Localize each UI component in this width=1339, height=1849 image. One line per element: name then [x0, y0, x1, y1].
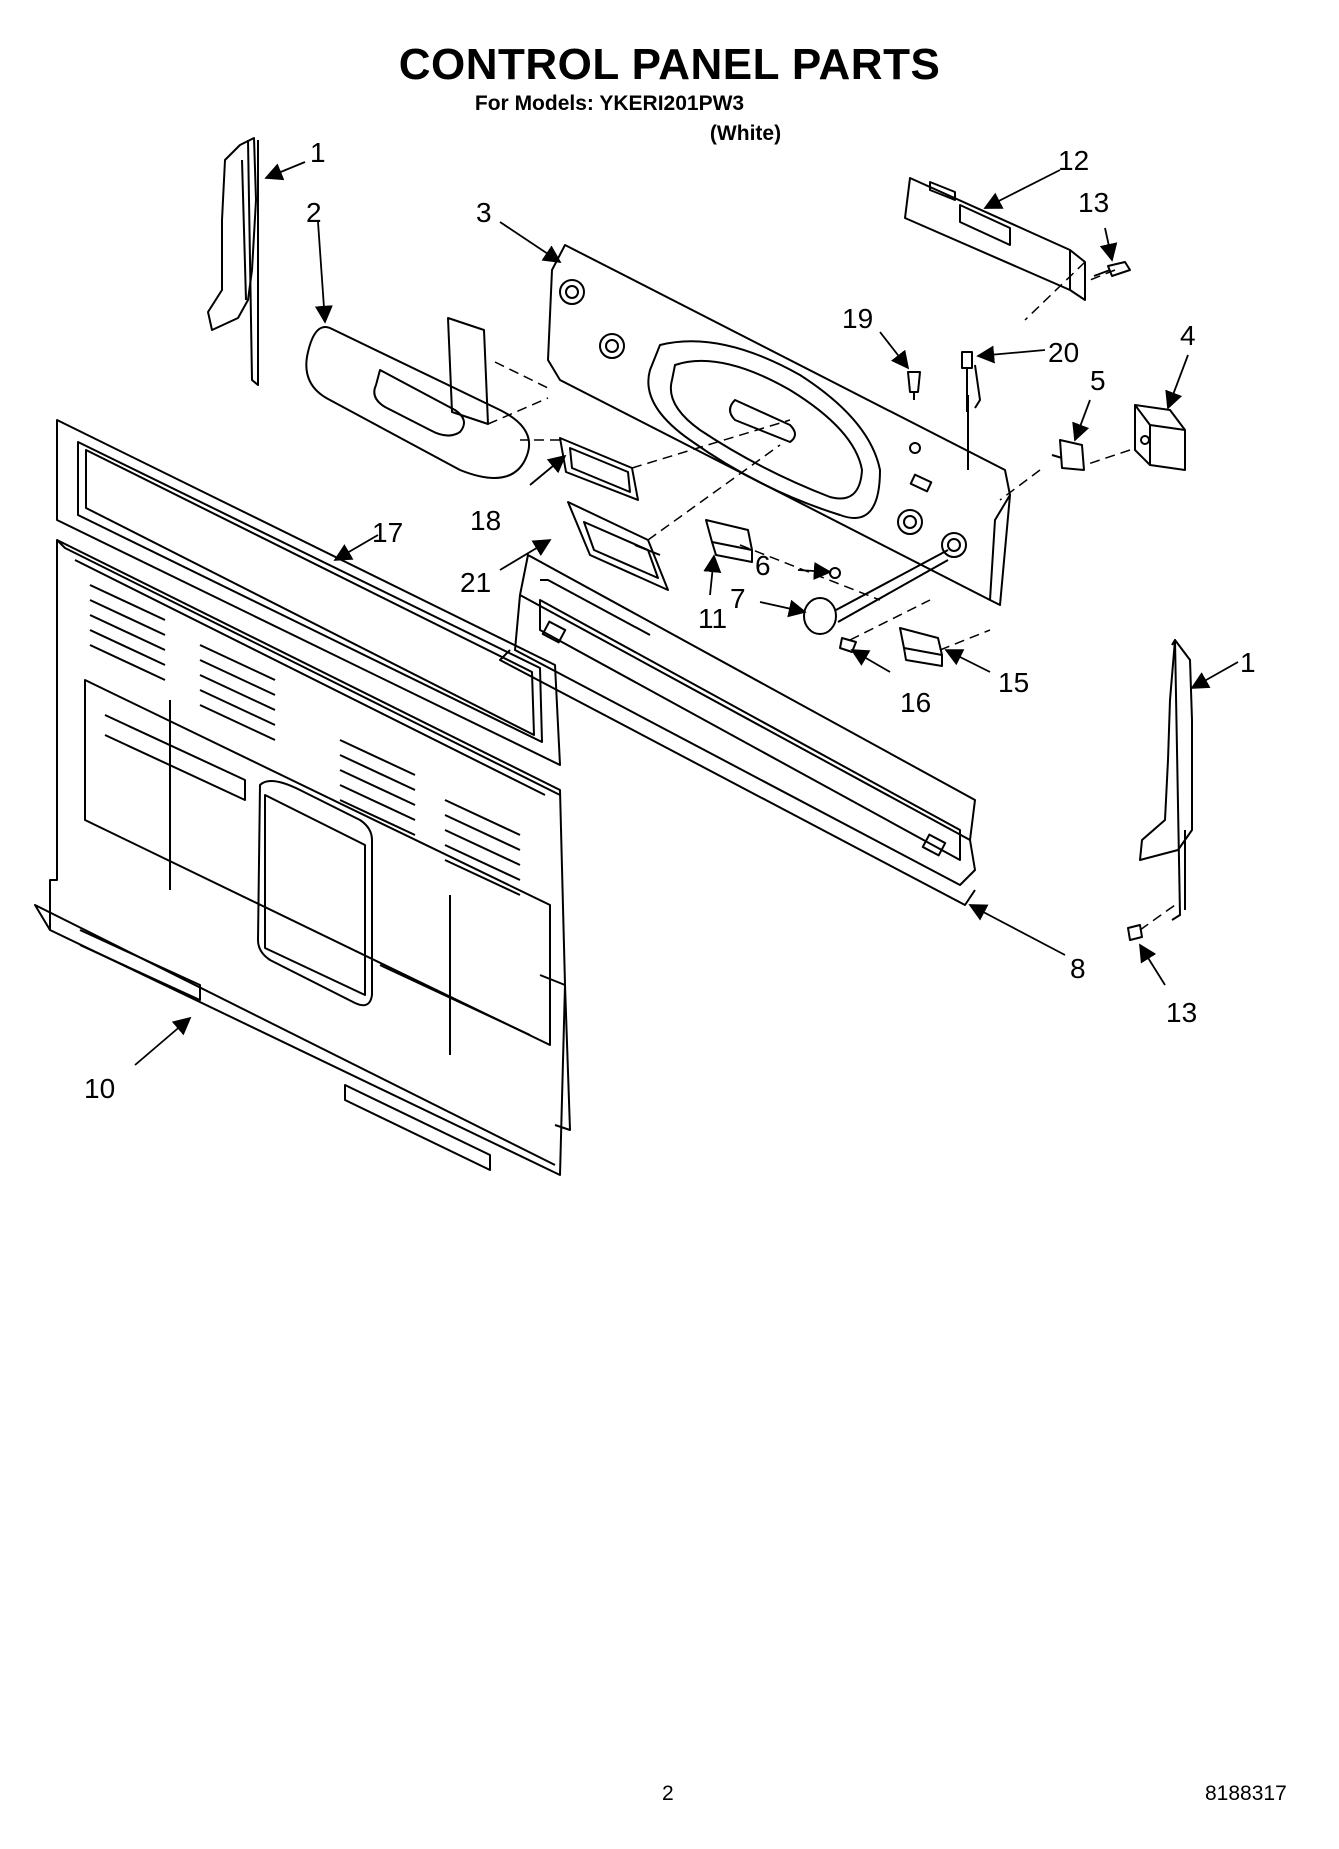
bezel-bracket: [559, 437, 639, 501]
rear-panel: [34, 539, 571, 1176]
control-panel-console: [547, 244, 1011, 606]
screw-small: [829, 567, 841, 579]
rocker-switch-right: [899, 627, 943, 667]
callout-21: 21: [460, 567, 491, 598]
callout-8: 8: [1070, 953, 1086, 984]
side-trim-right: [1139, 639, 1193, 921]
rocker-switch-left: [705, 519, 753, 563]
infinite-switch: [1134, 404, 1186, 471]
lower-channel: [499, 554, 976, 906]
callout-11: 11: [698, 603, 727, 634]
callout-6: 6: [755, 550, 771, 581]
side-trim-left: [207, 137, 259, 386]
wire-harness-connector: [961, 351, 981, 470]
indicator-light: [907, 371, 921, 400]
callout-4: 4: [1180, 320, 1196, 351]
callout-12: 12: [1058, 145, 1089, 176]
callout-13: 13: [1078, 187, 1109, 218]
screw-top: [1093, 261, 1131, 277]
control-panel-frame: [56, 419, 561, 766]
callout-19: 19: [842, 303, 873, 334]
callout-13: 13: [1166, 997, 1197, 1028]
retaining-clip: [1051, 439, 1085, 471]
page-number: 2: [662, 1782, 674, 1805]
electronic-control-board: [904, 177, 1086, 301]
callout-18: 18: [470, 505, 501, 536]
callout-15: 15: [998, 667, 1029, 698]
display-lens-holder: [567, 501, 669, 591]
callout-16: 16: [900, 687, 931, 718]
callout-1: 1: [1240, 647, 1256, 678]
callout-5: 5: [1090, 365, 1106, 396]
callout-7: 7: [730, 583, 746, 614]
screw-bottom: [1127, 924, 1143, 941]
control-knob: [803, 549, 949, 635]
callout-17: 17: [372, 517, 403, 548]
color-line: (White): [709, 122, 782, 145]
document-number: 8188317: [1205, 1782, 1287, 1805]
page-title: CONTROL PANEL PARTS: [398, 40, 941, 89]
callout-3: 3: [476, 197, 492, 228]
models-line: For Models: YKERI201PW3: [474, 92, 745, 115]
callout-10: 10: [84, 1073, 115, 1104]
callout-1: 1: [310, 137, 326, 168]
decal-overlay: [305, 317, 530, 479]
callout-20: 20: [1048, 337, 1079, 368]
callout-2: 2: [306, 197, 322, 228]
